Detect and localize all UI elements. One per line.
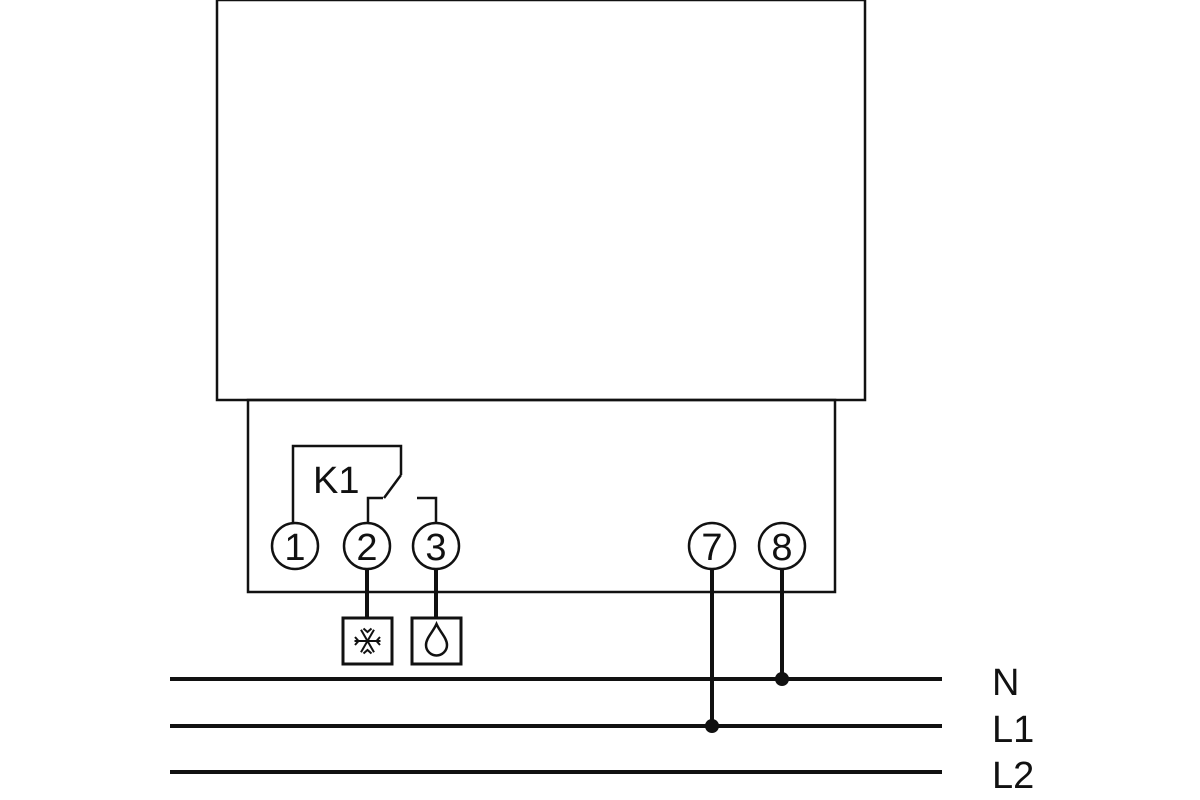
terminal-7: 7 (687, 521, 737, 571)
junction-dot-l1 (705, 719, 719, 733)
line-label-l2: L2 (992, 755, 1034, 797)
line-label-n: N (992, 662, 1019, 704)
water-load (410, 616, 463, 666)
terminal-block (246, 398, 837, 594)
terminal-label: 8 (771, 527, 792, 569)
device-housing (215, 0, 867, 402)
relay-k1: K1 (291, 444, 438, 522)
line-label-l1: L1 (992, 709, 1034, 751)
snowflake-icon (354, 627, 381, 655)
terminal-label: 2 (356, 527, 377, 569)
terminal-8: 8 (757, 521, 807, 571)
junction-dot-n (775, 672, 789, 686)
relay-switch-arm (382, 474, 403, 499)
terminal-label: 3 (425, 527, 446, 569)
terminal-1: 1 (270, 521, 320, 571)
terminal-2: 2 (342, 521, 392, 571)
terminal-3: 3 (411, 521, 461, 571)
relay-contact-3 (417, 496, 438, 522)
water-drop-icon (424, 620, 449, 657)
relay-label: K1 (313, 460, 359, 502)
cooling-load (341, 616, 394, 666)
terminal-label: 7 (701, 527, 722, 569)
relay-contact-2 (366, 496, 383, 522)
terminal-label: 1 (284, 527, 305, 569)
relay-common-wire (291, 444, 403, 522)
